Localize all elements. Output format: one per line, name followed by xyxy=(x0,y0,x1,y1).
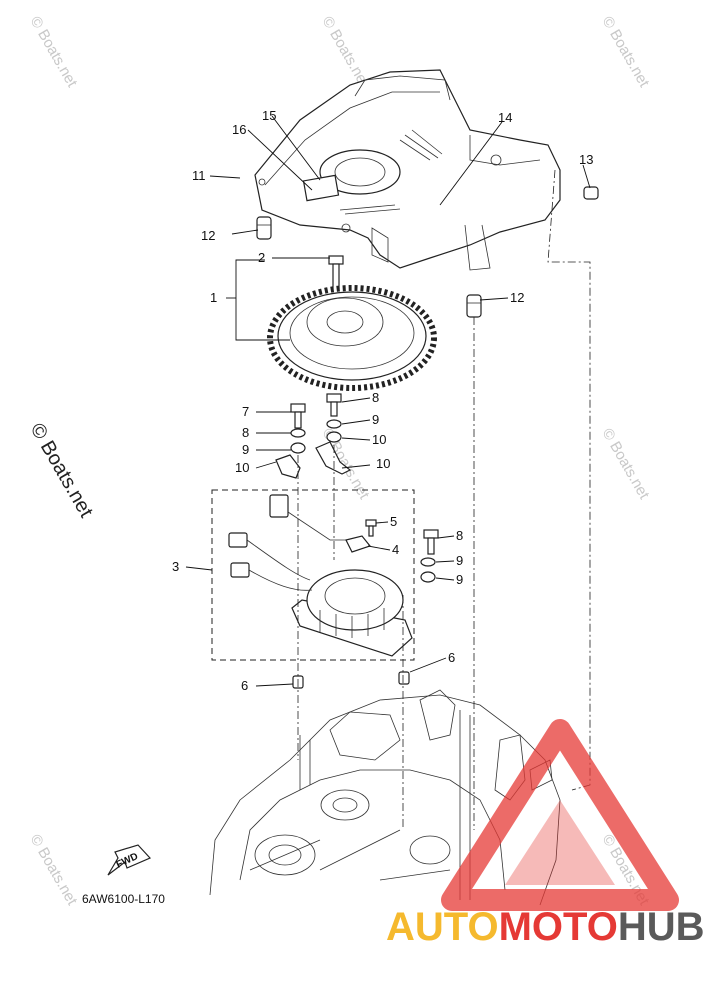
callout-2: 2 xyxy=(258,250,265,265)
svg-text:AUTOMOTOHUB: AUTOMOTOHUB xyxy=(386,905,705,949)
callout-4: 4 xyxy=(392,542,399,557)
bolt-7-a xyxy=(290,403,306,429)
callout-9-right: 9 xyxy=(456,572,463,587)
fwd-indicator: FWD xyxy=(107,844,152,876)
callout-7-right: 8 xyxy=(456,528,463,543)
logo-hub: HUB xyxy=(618,905,705,949)
automotohub-logo: AUTOMOTOHUB xyxy=(386,719,705,949)
callout-10-right: 10 xyxy=(376,456,390,471)
clamp-10-left xyxy=(275,454,301,479)
callout-9-mid: 10 xyxy=(372,432,386,447)
washer-8-c xyxy=(420,557,436,567)
washer-9-a xyxy=(290,442,306,454)
callout-13: 13 xyxy=(579,152,593,167)
leader-lines xyxy=(185,115,591,687)
callout-11: 11 xyxy=(192,168,206,183)
watermark-top-right: © Boats.net xyxy=(599,14,653,91)
watermark-top-center: © Boats.net xyxy=(319,14,373,91)
callout-10-left: 10 xyxy=(235,460,249,475)
bolt-7-c xyxy=(423,529,439,555)
watermark-large: © Boats.net xyxy=(26,420,98,522)
callout-labels: 15 16 11 12 14 13 2 1 12 7 8 8 9 9 10 10… xyxy=(172,108,593,693)
grommet-13 xyxy=(583,186,599,200)
bolt-2 xyxy=(328,255,344,295)
watermark-top-left: © Boats.net xyxy=(27,14,81,91)
callout-8-left: 8 xyxy=(242,425,249,440)
logo-moto: MOTO xyxy=(499,905,618,949)
bolt-7-b xyxy=(326,393,342,417)
clamp-10-right xyxy=(315,441,352,475)
diagram-code: 6AW6100-L170 xyxy=(82,892,165,906)
washer-8-b xyxy=(326,419,342,429)
callout-8-right: 9 xyxy=(456,553,463,568)
pulser-coil xyxy=(345,519,377,553)
watermark-bottom-left: © Boats.net xyxy=(27,832,81,909)
grommet-12-left xyxy=(256,216,272,240)
washer-9-c xyxy=(420,571,436,583)
callout-14: 14 xyxy=(498,110,512,125)
grommet-12-right xyxy=(466,294,482,318)
callout-3: 3 xyxy=(172,559,179,574)
callout-16: 16 xyxy=(232,122,246,137)
callout-12-left: 12 xyxy=(201,228,215,243)
flywheel xyxy=(267,285,437,391)
logo-auto: AUTO xyxy=(386,905,499,949)
alignment-lines xyxy=(297,169,591,830)
callout-7-left: 7 xyxy=(242,404,249,419)
flywheel-cover xyxy=(254,69,561,271)
callout-9-left: 9 xyxy=(242,442,249,457)
callout-6-right: 6 xyxy=(448,650,455,665)
dowel-pin-6-right xyxy=(398,671,410,685)
washer-9-b xyxy=(326,431,342,443)
callout-1: 1 xyxy=(210,290,217,305)
callout-12-right: 12 xyxy=(510,290,524,305)
callout-15: 15 xyxy=(262,108,276,123)
callout-6-left: 6 xyxy=(241,678,248,693)
stator-assembly xyxy=(228,494,413,657)
stator-assembly-box xyxy=(211,489,415,661)
callout-5: 5 xyxy=(390,514,397,529)
callout-7-mid: 8 xyxy=(372,390,379,405)
watermark-mid-right: © Boats.net xyxy=(599,426,653,503)
callout-8-mid: 9 xyxy=(372,412,379,427)
washer-8-a xyxy=(290,428,306,438)
